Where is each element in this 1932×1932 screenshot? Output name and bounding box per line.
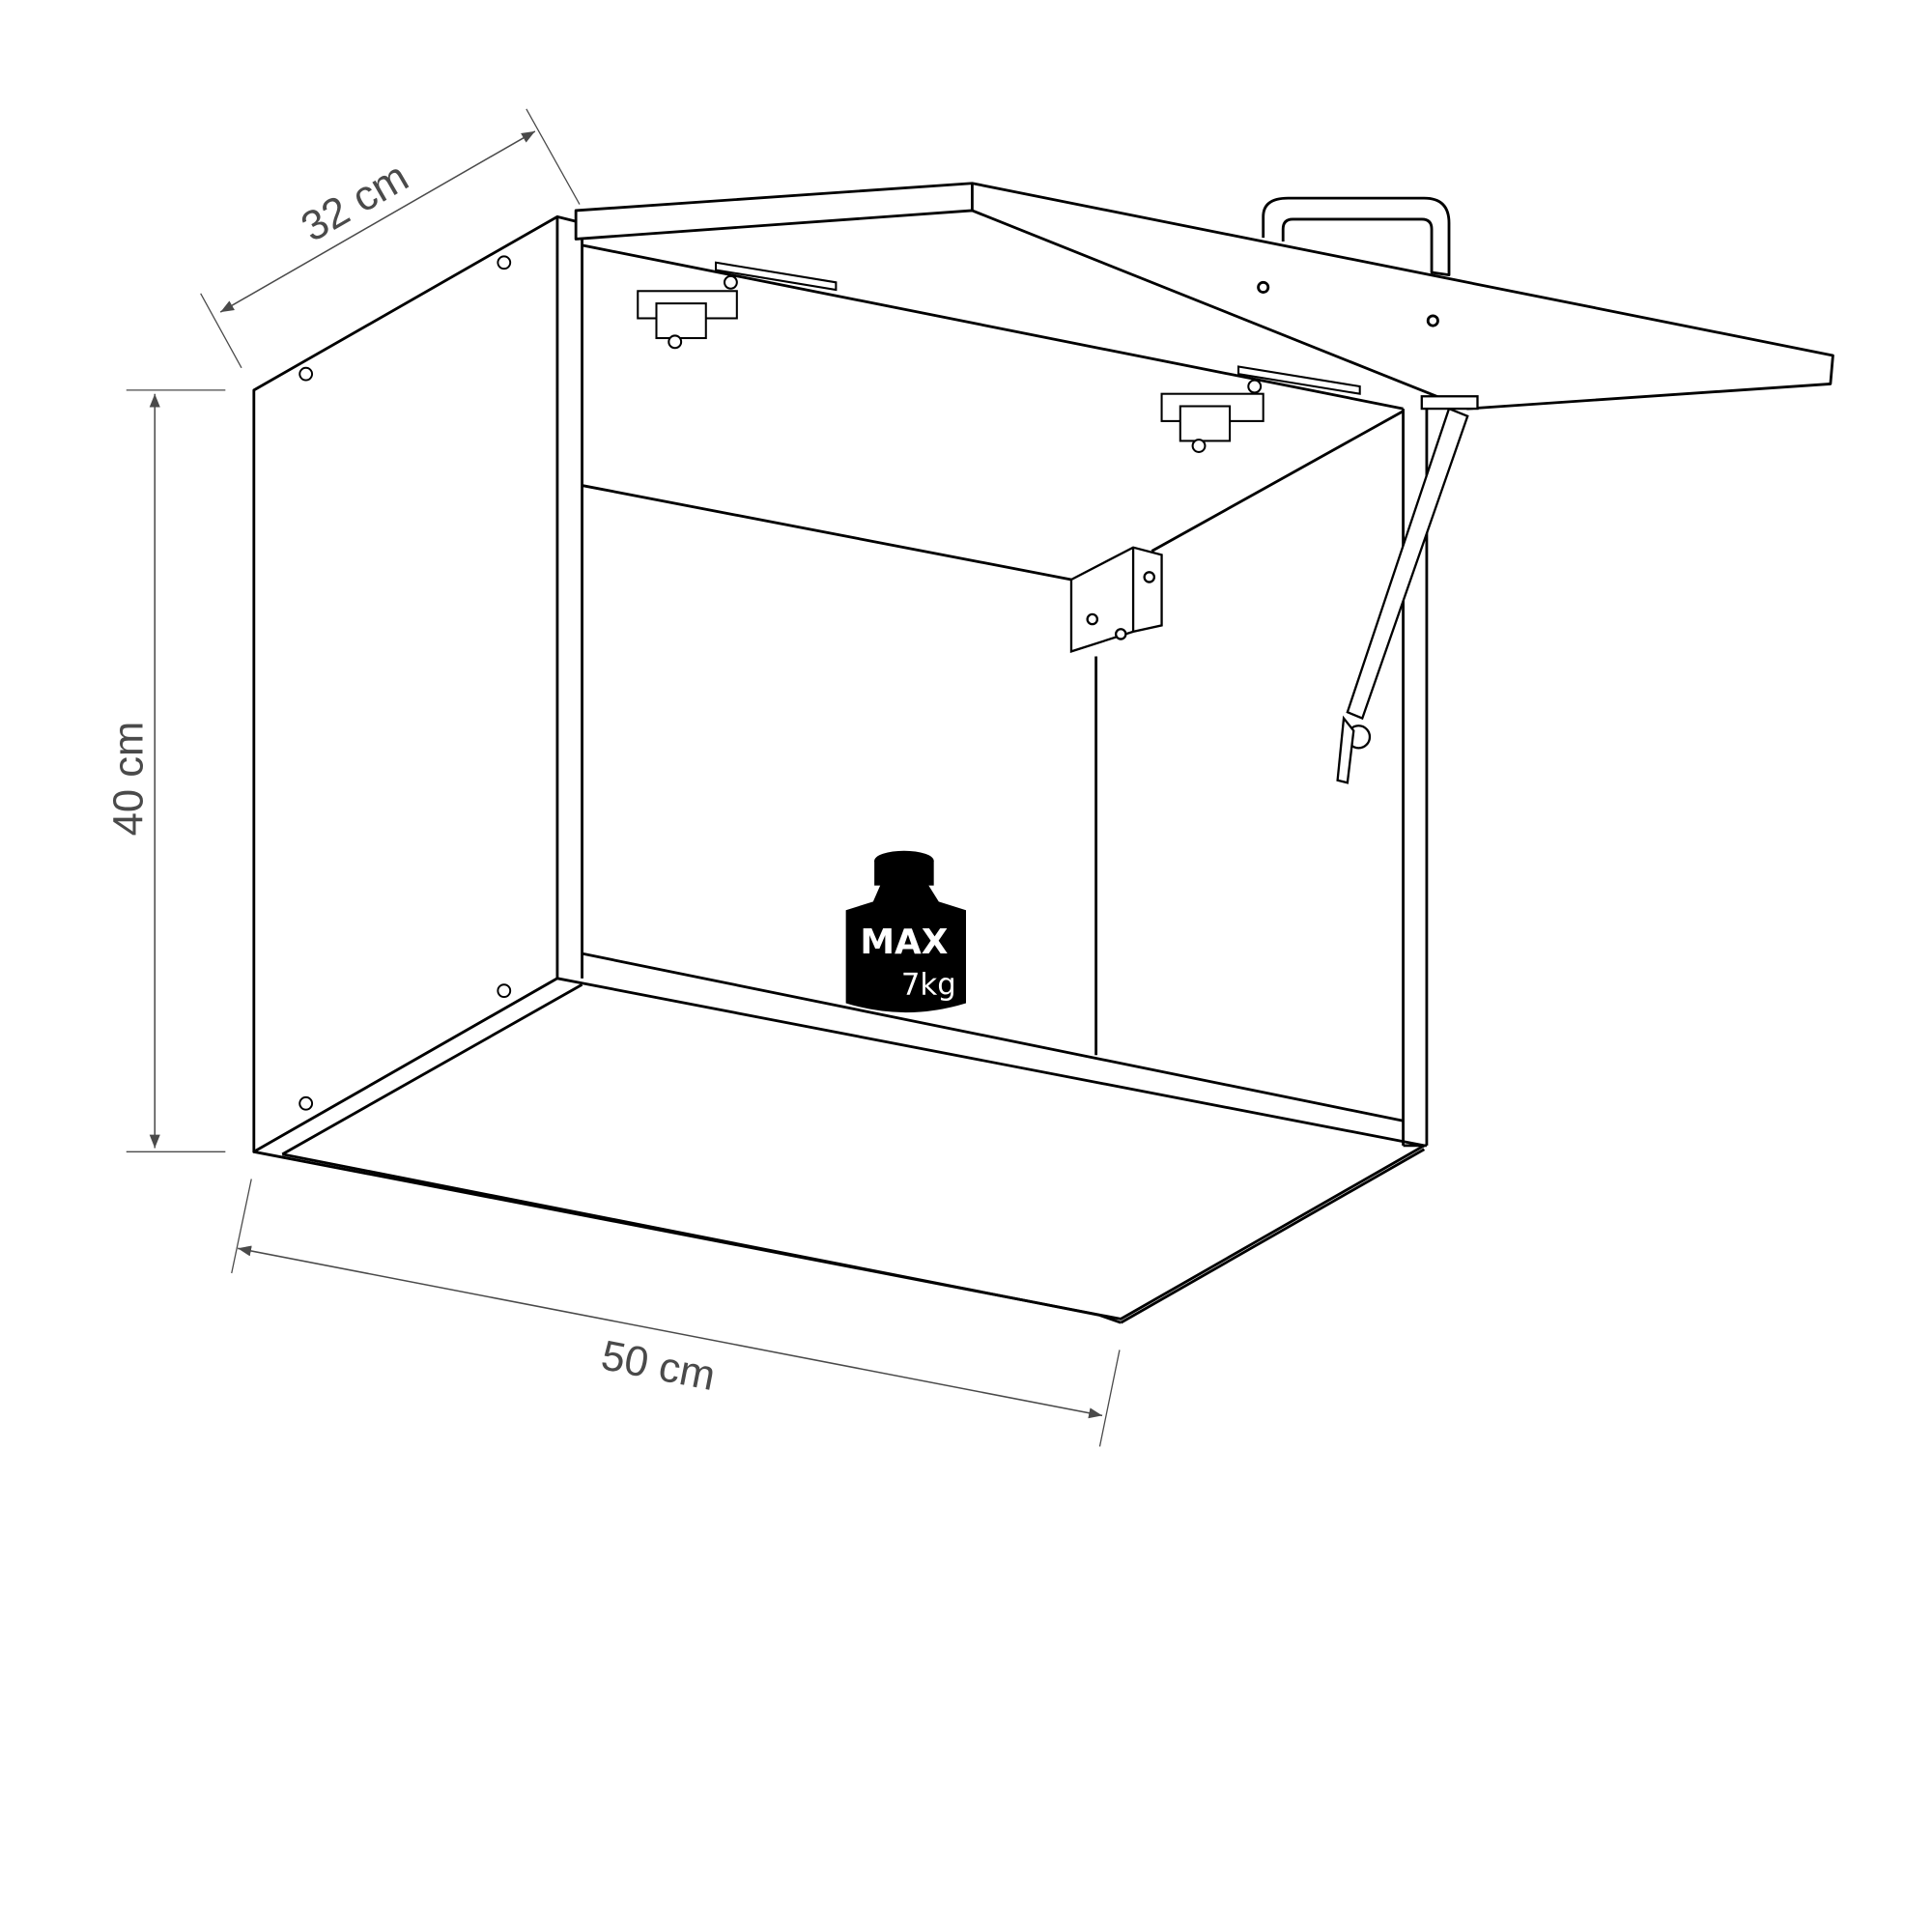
max-value: 7kg — [901, 967, 956, 1002]
lid-handle — [1262, 196, 1451, 277]
hinge-right — [1160, 365, 1361, 453]
max-weight-icon: MAX 7kg — [845, 850, 966, 1013]
max-label: MAX — [860, 923, 948, 962]
corner-bracket — [1069, 546, 1163, 653]
depth-label: 32 cm — [294, 154, 416, 251]
hinge-left — [637, 261, 838, 350]
height-label: 40 cm — [105, 722, 152, 837]
lid-door — [574, 182, 1834, 411]
depth-dimension — [200, 108, 581, 369]
lid-stay-arm — [1336, 395, 1479, 784]
cabinet-body — [252, 214, 1429, 1324]
width-dimension — [231, 1179, 1121, 1447]
width-label: 50 cm — [598, 1332, 720, 1400]
height-dimension — [126, 389, 226, 1152]
